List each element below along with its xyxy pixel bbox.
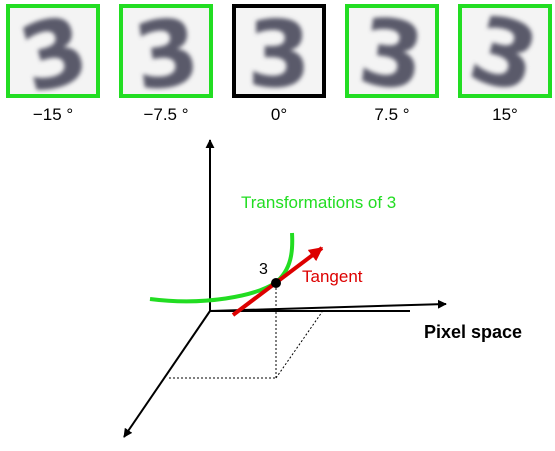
digit-thumbnail: 3−7.5 ° bbox=[119, 0, 213, 124]
tangent-label: Tangent bbox=[302, 267, 363, 286]
thumbnail-frame bbox=[232, 4, 326, 98]
point-label: 3 bbox=[259, 261, 268, 278]
horizontal-axis-tail bbox=[209, 299, 447, 312]
curve-label: Transformations of 3 bbox=[241, 193, 396, 212]
digit-thumbnail: 3−15 ° bbox=[6, 0, 100, 124]
digit-point bbox=[271, 278, 281, 288]
rotation-angle-label: −7.5 ° bbox=[143, 105, 188, 124]
pixel-space-label: Pixel space bbox=[424, 322, 522, 342]
depth-axis bbox=[123, 310, 211, 438]
rotation-angle-label: 0° bbox=[271, 105, 287, 124]
pixel-space-axes bbox=[123, 139, 447, 438]
digit-glyph: 3 bbox=[247, 1, 311, 108]
transformation-curve bbox=[149, 232, 295, 304]
rotation-angle-label: 7.5 ° bbox=[374, 105, 409, 124]
digit-thumbnail: 37.5 ° bbox=[345, 0, 439, 124]
thumbnail-frame bbox=[458, 4, 552, 98]
thumbnail-frame bbox=[345, 4, 439, 98]
thumbnail-frame bbox=[119, 4, 213, 98]
projection-lines bbox=[169, 284, 323, 379]
thumbnail-frame bbox=[6, 4, 100, 98]
digit-thumbnail: 315° bbox=[458, 0, 552, 124]
rotation-angle-label: 15° bbox=[492, 105, 518, 124]
digit-glyph: 3 bbox=[353, 0, 430, 112]
digit-thumbnail: 30° bbox=[232, 1, 326, 124]
rotation-angle-label: −15 ° bbox=[33, 105, 73, 124]
digit-glyph: 3 bbox=[128, 0, 205, 112]
digit-thumbnail-row: 3−15 °3−7.5 °30°37.5 °315° bbox=[6, 0, 552, 124]
